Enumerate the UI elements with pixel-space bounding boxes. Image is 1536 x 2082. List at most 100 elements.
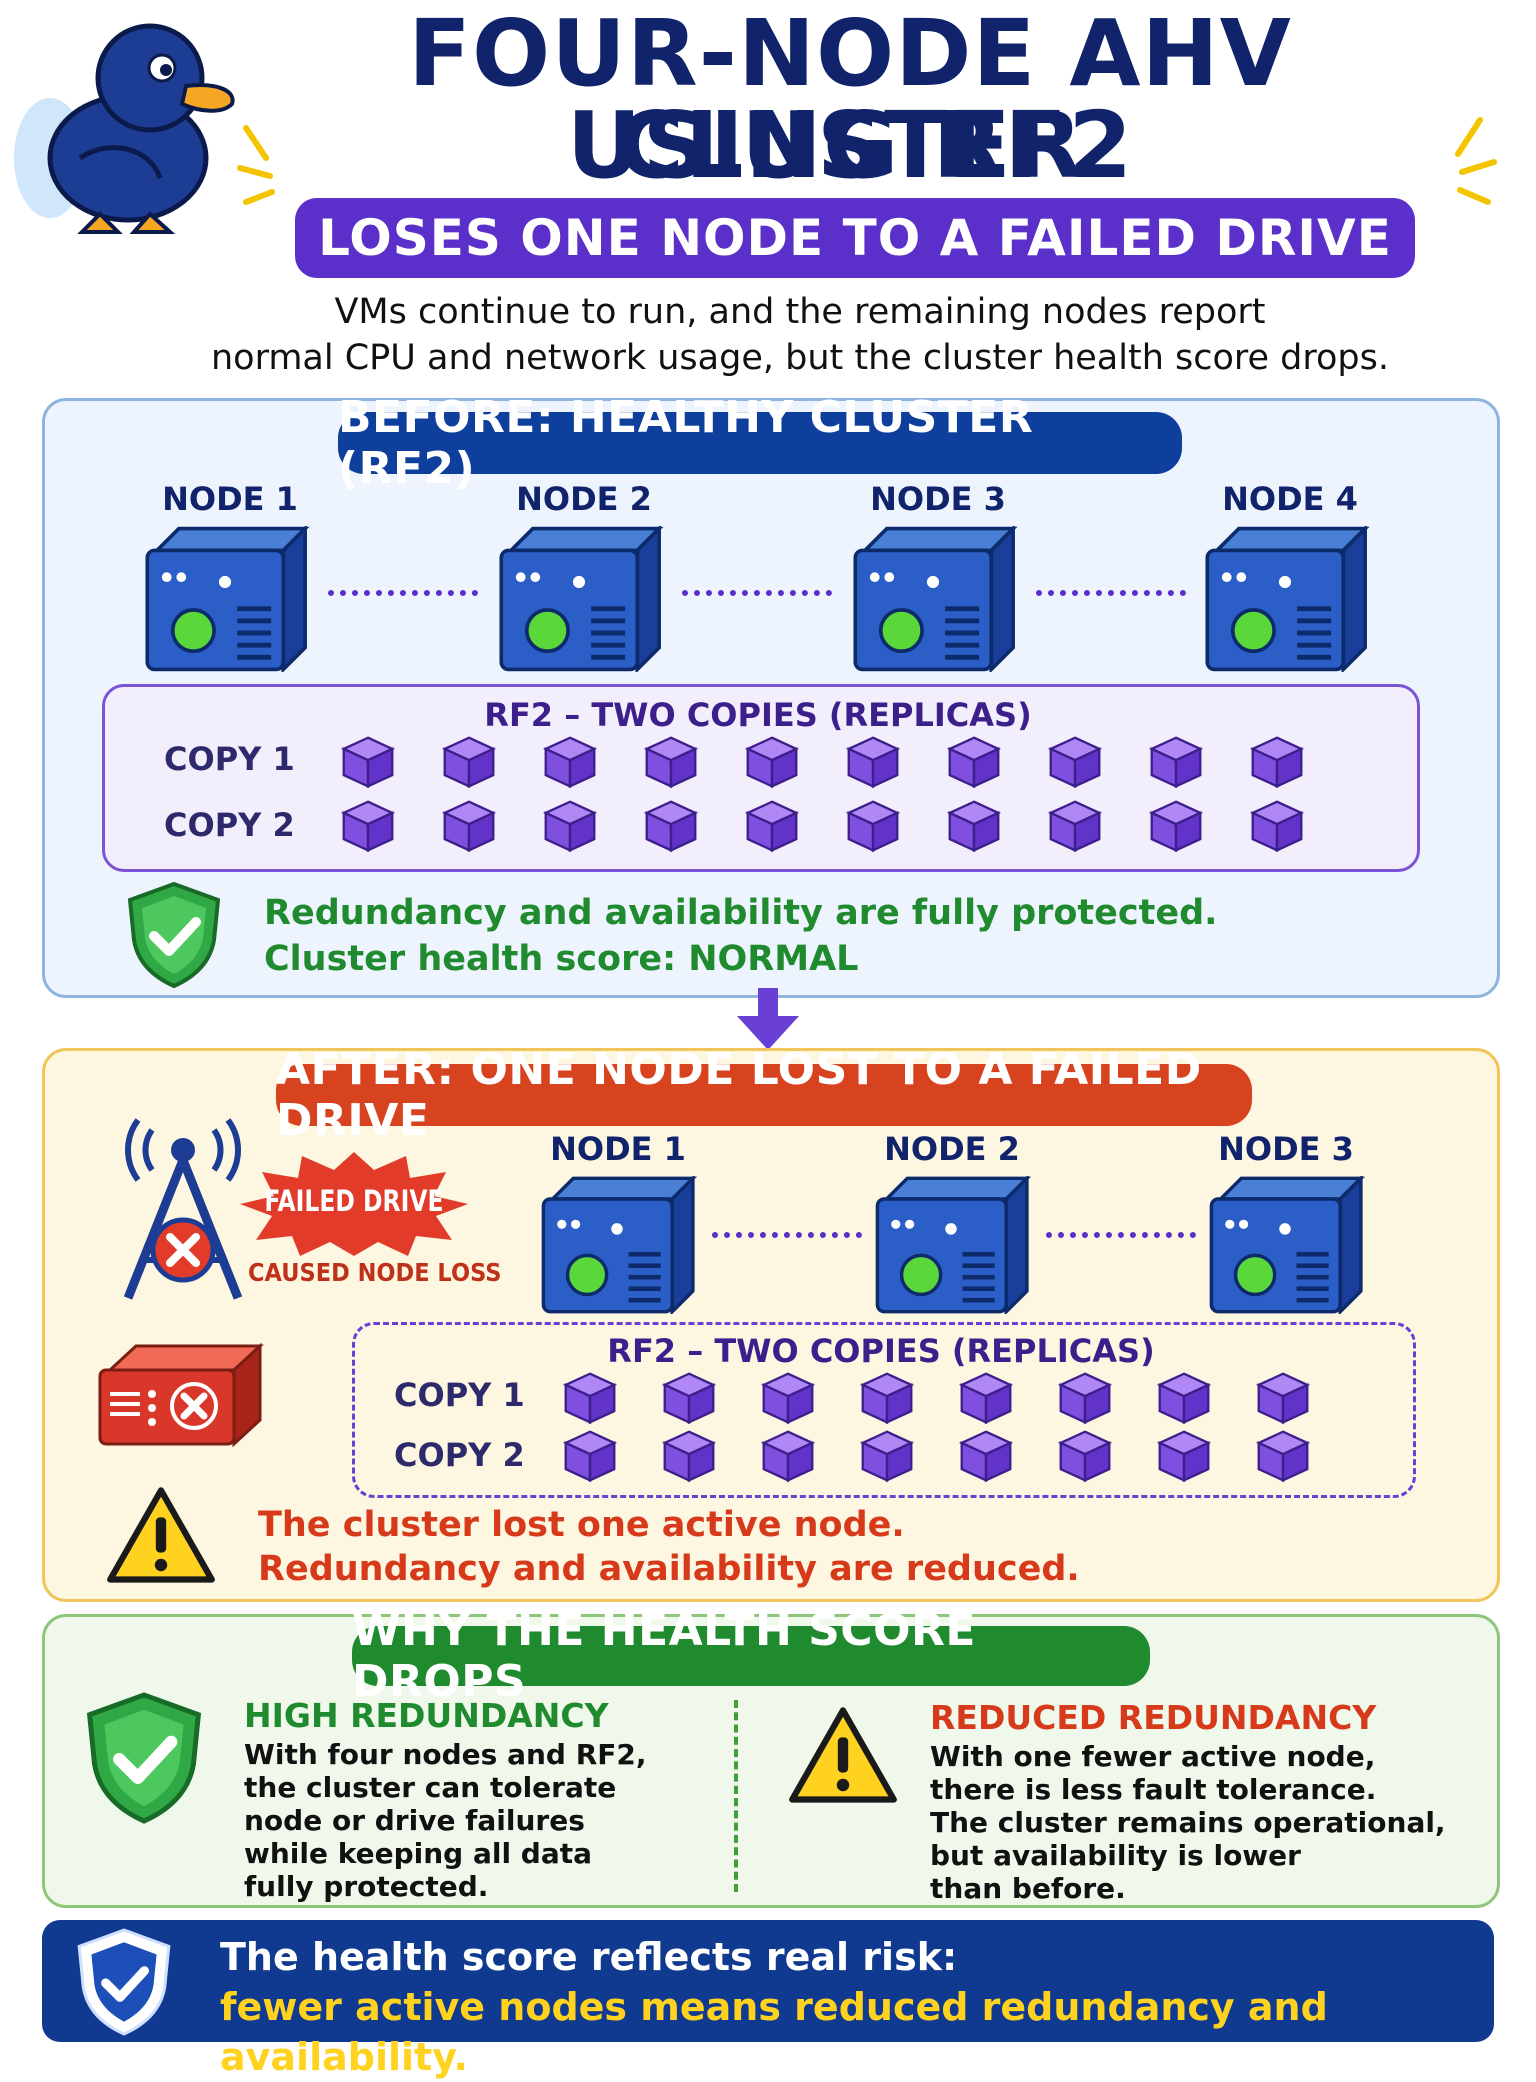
- data-block-cube-icon: [760, 1428, 816, 1484]
- after-node-1-server-icon: [536, 1176, 698, 1314]
- sparkle-right-icon: [1430, 110, 1500, 210]
- before-heading: BEFORE: HEALTHY CLUSTER (RF2): [338, 392, 1182, 494]
- reduced-redundancy-line-4: but availability is lower: [930, 1839, 1301, 1872]
- data-block-cube-icon: [1255, 1370, 1311, 1426]
- data-block-cube-icon: [661, 1370, 717, 1426]
- page-title-line-1: FOUR-NODE AHV CLUSTER: [408, 0, 1292, 199]
- high-redundancy-line-1: With four nodes and RF2,: [244, 1738, 647, 1771]
- data-block-cube-icon: [340, 734, 396, 790]
- high-redundancy-text: With four nodes and RF2, the cluster can…: [244, 1738, 647, 1903]
- after-copy-2-blocks: [562, 1428, 1362, 1488]
- antenna-tower-failed-icon: [108, 1090, 258, 1304]
- footer-banner: [42, 1920, 1494, 2042]
- after-status-line-2: Redundancy and availability are reduced.: [258, 1549, 1080, 1589]
- transition-arrow-icon: [733, 988, 803, 1052]
- high-redundancy-line-5: fully protected.: [244, 1870, 489, 1903]
- reduced-redundancy-line-3: The cluster remains operational,: [930, 1806, 1446, 1839]
- reduced-redundancy-title: REDUCED REDUNDANCY: [930, 1698, 1377, 1737]
- after-link-2-3: [1046, 1232, 1196, 1238]
- data-block-cube-icon: [1156, 1428, 1212, 1484]
- after-replica-title: RF2 – TWO COPIES (REPLICAS): [607, 1332, 1155, 1370]
- high-redundancy-line-4: while keeping all data: [244, 1837, 593, 1870]
- data-block-cube-icon: [643, 798, 699, 854]
- data-block-cube-icon: [958, 1428, 1014, 1484]
- intro-line-2: normal CPU and network usage, but the cl…: [210, 338, 1390, 378]
- data-block-cube-icon: [562, 1370, 618, 1426]
- duck-mascot-icon: [10, 8, 240, 238]
- after-link-1-2: [712, 1232, 862, 1238]
- after-status-line-1: The cluster lost one active node.: [258, 1505, 905, 1545]
- data-block-cube-icon: [744, 734, 800, 790]
- data-block-cube-icon: [1156, 1370, 1212, 1426]
- before-link-2-3: [682, 590, 832, 596]
- after-node-2-label: NODE 2: [884, 1130, 1020, 1168]
- before-replica-title: RF2 – TWO COPIES (REPLICAS): [484, 696, 1032, 734]
- data-block-cube-icon: [1148, 798, 1204, 854]
- after-node-1-label: NODE 1: [550, 1130, 686, 1168]
- intro-line-1: VMs continue to run, and the remaining n…: [334, 292, 1266, 332]
- data-block-cube-icon: [958, 1370, 1014, 1426]
- after-copy-1-blocks: [562, 1370, 1362, 1430]
- data-block-cube-icon: [946, 798, 1002, 854]
- data-block-cube-icon: [845, 798, 901, 854]
- failed-drive-icon: [96, 1340, 266, 1450]
- subtitle-banner: LOSES ONE NODE TO A FAILED DRIVE: [295, 198, 1415, 278]
- before-node-2-label: NODE 2: [516, 480, 652, 518]
- data-block-cube-icon: [859, 1428, 915, 1484]
- data-block-cube-icon: [744, 798, 800, 854]
- data-block-cube-icon: [1249, 734, 1305, 790]
- reduced-redundancy-line-1: With one fewer active node,: [930, 1740, 1376, 1773]
- before-status-line-1: Redundancy and availability are fully pr…: [264, 893, 1218, 933]
- data-block-cube-icon: [1249, 798, 1305, 854]
- before-node-3-label: NODE 3: [870, 480, 1006, 518]
- data-block-cube-icon: [562, 1428, 618, 1484]
- warning-triangle-icon: [104, 1484, 218, 1588]
- reduced-redundancy-line-2: there is less fault tolerance.: [930, 1773, 1377, 1806]
- why-heading: WHY THE HEALTH SCORE DROPS: [352, 1605, 1150, 1707]
- page-title-line-2: USING RF2: [566, 92, 1134, 199]
- data-block-cube-icon: [859, 1370, 915, 1426]
- data-block-cube-icon: [542, 734, 598, 790]
- before-status-line-2: Cluster health score: NORMAL: [264, 939, 859, 979]
- failed-drive-label: FAILED DRIVE: [264, 1184, 444, 1218]
- high-redundancy-title: HIGH REDUNDANCY: [244, 1696, 609, 1735]
- sparkle-left-icon: [236, 118, 296, 208]
- data-block-cube-icon: [340, 798, 396, 854]
- after-panel: [42, 1048, 1500, 1602]
- high-redundancy-shield-icon: [82, 1690, 206, 1826]
- data-block-cube-icon: [845, 734, 901, 790]
- before-copy-1-blocks: [340, 734, 1340, 794]
- data-block-cube-icon: [643, 734, 699, 790]
- before-node-2-server-icon: [494, 526, 664, 672]
- before-node-3-server-icon: [848, 526, 1018, 672]
- after-copy-2-label: COPY 2: [394, 1436, 525, 1474]
- after-replica-box: [352, 1322, 1416, 1498]
- reduced-redundancy-warning-icon: [786, 1704, 900, 1808]
- footer-line-1: The health score reflects real risk:: [220, 1935, 958, 1979]
- after-node-3-server-icon: [1204, 1176, 1366, 1314]
- before-link-1-2: [328, 590, 478, 596]
- after-node-2-server-icon: [870, 1176, 1032, 1314]
- data-block-cube-icon: [661, 1428, 717, 1484]
- data-block-cube-icon: [1047, 734, 1103, 790]
- footer-line-2: fewer active nodes means reduced redunda…: [220, 1985, 1328, 2079]
- before-copy-2-blocks: [340, 798, 1340, 858]
- data-block-cube-icon: [542, 798, 598, 854]
- data-block-cube-icon: [1255, 1428, 1311, 1484]
- reduced-redundancy-text: With one fewer active node, there is les…: [930, 1740, 1446, 1905]
- failed-drive-badge: FAILED DRIVE: [238, 1150, 470, 1258]
- shield-check-icon: [124, 880, 224, 990]
- before-copy-2-label: COPY 2: [164, 806, 295, 844]
- high-redundancy-line-2: the cluster can tolerate: [244, 1771, 617, 1804]
- data-block-cube-icon: [946, 734, 1002, 790]
- data-block-cube-icon: [1148, 734, 1204, 790]
- data-block-cube-icon: [760, 1370, 816, 1426]
- high-redundancy-line-3: node or drive failures: [244, 1804, 585, 1837]
- data-block-cube-icon: [441, 734, 497, 790]
- after-heading: AFTER: ONE NODE LOST TO A FAILED DRIVE: [276, 1044, 1252, 1146]
- failed-drive-caption: CAUSED NODE LOSS: [248, 1258, 502, 1287]
- why-divider: [734, 1700, 738, 1892]
- after-node-3-label: NODE 3: [1218, 1130, 1354, 1168]
- before-node-4-server-icon: [1200, 526, 1370, 672]
- data-block-cube-icon: [1057, 1428, 1113, 1484]
